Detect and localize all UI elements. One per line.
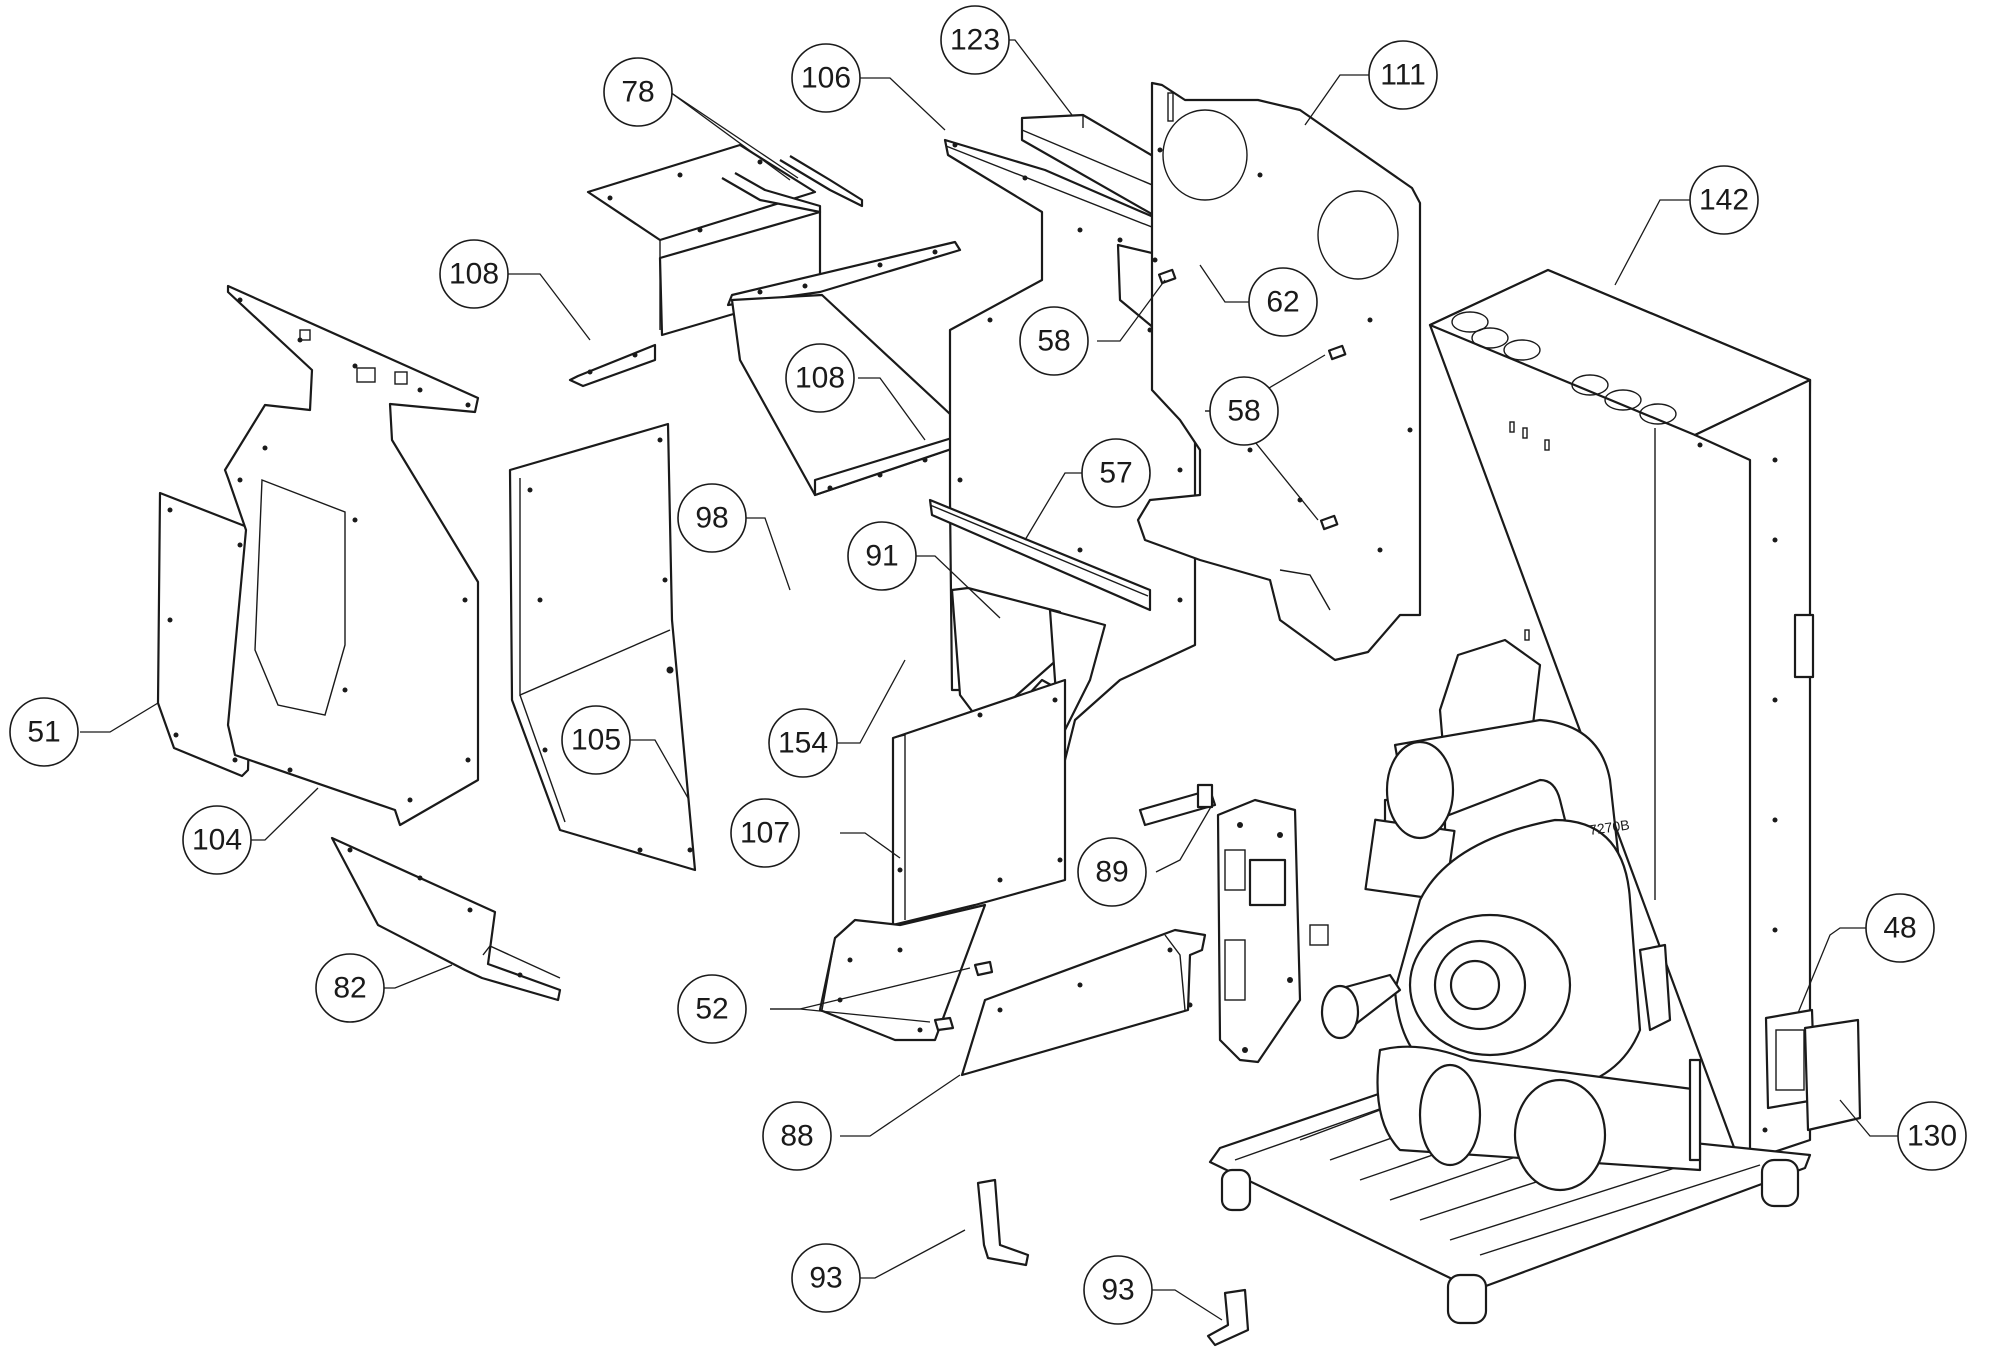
svg-text:104: 104 [192,824,242,857]
svg-text:106: 106 [801,62,851,95]
callout-98: 98 [677,483,747,553]
svg-text:89: 89 [1095,856,1128,889]
callout-104: 104 [182,805,252,875]
callout-52: 52 [677,974,747,1044]
svg-text:123: 123 [950,24,1000,57]
callout-57: 57 [1081,438,1151,508]
callout-154: 154 [768,708,838,778]
part-93-foot-bracket-a [976,1178,1030,1267]
callout-48: 48 [1865,893,1935,963]
callout-62: 62 [1248,267,1318,337]
svg-text:51: 51 [27,716,60,749]
part-111-back-plate [1136,81,1422,662]
svg-text:58: 58 [1037,325,1070,358]
callout-108-a: 108 [439,239,509,309]
svg-text:108: 108 [795,362,845,395]
svg-text:82: 82 [333,972,366,1005]
part-58-pins [1157,268,1347,531]
part-130-side-cover [1803,1018,1862,1132]
svg-text:78: 78 [621,76,654,109]
fan-label: 7270B [1588,816,1630,837]
svg-text:48: 48 [1883,912,1916,945]
callout-91: 91 [847,521,917,591]
svg-text:57: 57 [1099,457,1132,490]
svg-text:142: 142 [1699,184,1749,217]
callout-89: 89 [1077,837,1147,907]
callout-93-b: 93 [1083,1255,1153,1325]
svg-text:93: 93 [809,1262,842,1295]
part-57-rail [928,498,1152,612]
svg-text:52: 52 [695,993,728,1026]
part-78-clips [721,155,864,214]
svg-text:91: 91 [865,540,898,573]
part-82-bottom-tray [330,836,562,1002]
callout-123: 123 [940,5,1010,75]
part-107-front-panel [891,678,1067,927]
callout-51: 51 [9,697,79,767]
part-104-rear-panel [223,284,480,827]
part-105-duct-panel [508,422,697,872]
callout-106: 106 [791,43,861,113]
svg-text:93: 93 [1101,1274,1134,1307]
control-board [1216,798,1329,1064]
fan-assembly: 7270B [1320,638,1702,1192]
part-52-lower-plate [818,903,994,1042]
callout-82: 82 [315,953,385,1023]
callout-105: 105 [561,705,631,775]
part-93-foot-bracket-b [1206,1288,1250,1347]
svg-text:130: 130 [1907,1120,1957,1153]
svg-text:88: 88 [780,1120,813,1153]
callout-108-b: 108 [785,343,855,413]
callout-130: 130 [1897,1101,1967,1171]
svg-text:105: 105 [571,724,621,757]
part-89-sensor-rod [1138,783,1217,827]
callout-111: 111 [1368,40,1438,110]
callout-93-a: 93 [791,1243,861,1313]
callout-142: 142 [1689,165,1759,235]
callout-58-b: 58 [1209,376,1279,446]
svg-text:58: 58 [1227,395,1260,428]
svg-text:107: 107 [740,817,790,850]
part-142-cabinet [1428,268,1815,1162]
callout-88: 88 [762,1101,832,1171]
callout-58-a: 58 [1019,306,1089,376]
callout-78: 78 [603,57,673,127]
part-108-shelf [726,240,980,497]
svg-text:62: 62 [1266,286,1299,319]
part-88-lower-cover [960,928,1207,1077]
svg-text:154: 154 [778,727,828,760]
callout-107: 107 [730,798,800,868]
svg-text:98: 98 [695,502,728,535]
svg-text:108: 108 [449,258,499,291]
svg-text:111: 111 [1380,59,1426,92]
